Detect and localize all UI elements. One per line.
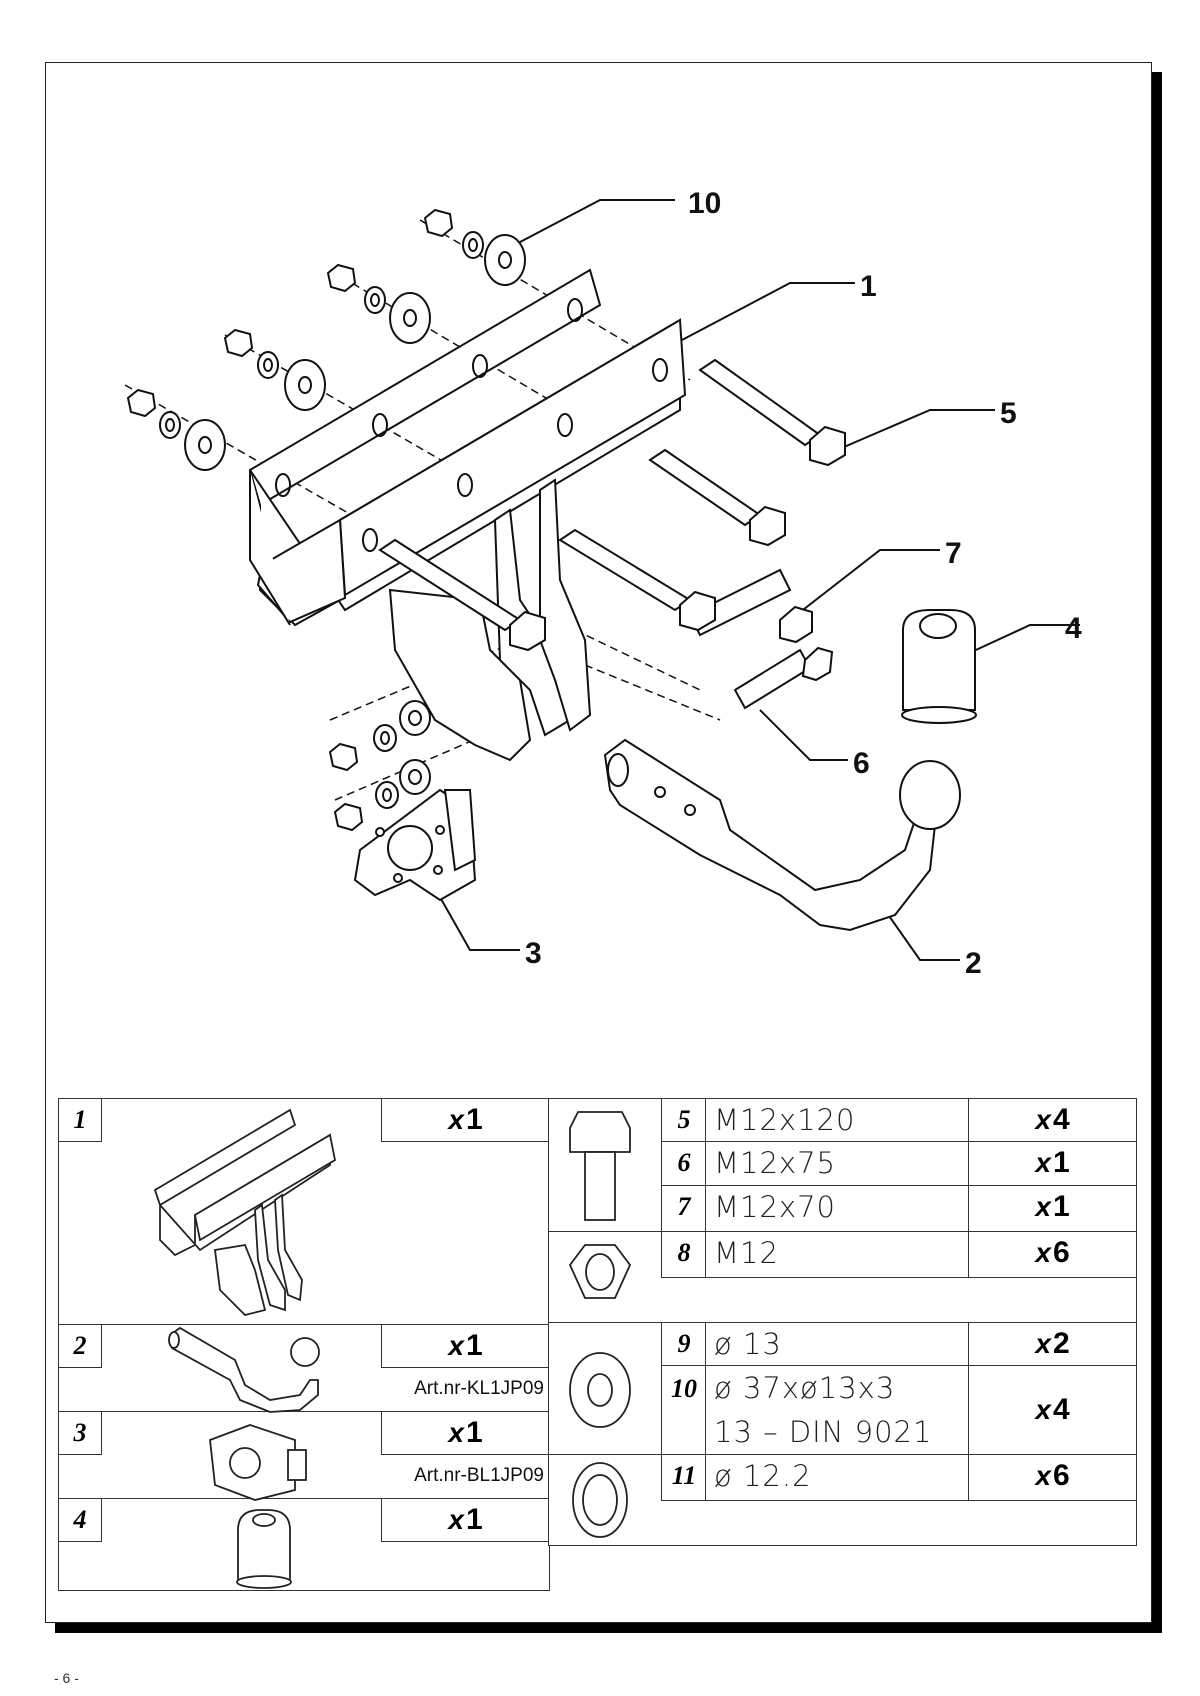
part-9-quantity: x2	[968, 1322, 1137, 1367]
part-7-number: 7	[661, 1185, 707, 1233]
callout-7: 7	[945, 537, 962, 570]
callout-4: 4	[1065, 612, 1082, 645]
part-7-quantity: x1	[968, 1185, 1137, 1233]
part-5-spec: M12x120	[705, 1098, 970, 1143]
part-8-spec: M12	[705, 1231, 970, 1278]
part-7-spec: M12x70	[705, 1185, 970, 1233]
callout-10: 10	[688, 187, 722, 220]
part-4-quantity: x1	[381, 1498, 550, 1542]
part-8-number: 8	[661, 1231, 707, 1278]
part-10-spec: ø 37xø13x3 13 – DIN 9021	[705, 1365, 970, 1456]
part-2-quantity: x1	[381, 1324, 550, 1368]
part-5-quantity: x4	[968, 1098, 1137, 1143]
part-3-quantity: x1	[381, 1411, 550, 1455]
callout-5: 5	[1000, 397, 1017, 430]
part-8-quantity: x6	[968, 1231, 1137, 1278]
page-number: - 6 -	[54, 1670, 79, 1686]
callout-1: 1	[860, 270, 877, 303]
part-2-article-number: Art.nr-KL1JP09	[414, 1378, 544, 1399]
part-10-number: 10	[661, 1365, 707, 1456]
part-2-number: 2	[58, 1324, 102, 1368]
part-1-number: 1	[58, 1098, 102, 1142]
callout-6: 6	[853, 747, 870, 780]
part-6-number: 6	[661, 1141, 707, 1187]
part-10-spec-line1: ø 37xø13x3	[714, 1371, 896, 1405]
part-11-quantity: x6	[968, 1454, 1137, 1501]
callout-3: 3	[525, 937, 542, 970]
part-3-article-number: Art.nr-BL1JP09	[414, 1465, 544, 1486]
part-6-quantity: x1	[968, 1141, 1137, 1187]
part-11-spec: ø 12.2	[705, 1454, 970, 1501]
part-4-number: 4	[58, 1498, 102, 1542]
part-1-quantity: x1	[381, 1098, 550, 1142]
part-3-number: 3	[58, 1411, 102, 1455]
part-11-number: 11	[661, 1454, 707, 1501]
part-5-number: 5	[661, 1098, 707, 1143]
callout-2: 2	[965, 947, 982, 980]
part-9-spec: ø 13	[705, 1322, 970, 1367]
part-10-spec-line2: 13 – DIN 9021	[714, 1415, 933, 1449]
part-6-spec: M12x75	[705, 1141, 970, 1187]
part-9-number: 9	[661, 1322, 707, 1367]
part-10-quantity: x4	[968, 1365, 1137, 1456]
